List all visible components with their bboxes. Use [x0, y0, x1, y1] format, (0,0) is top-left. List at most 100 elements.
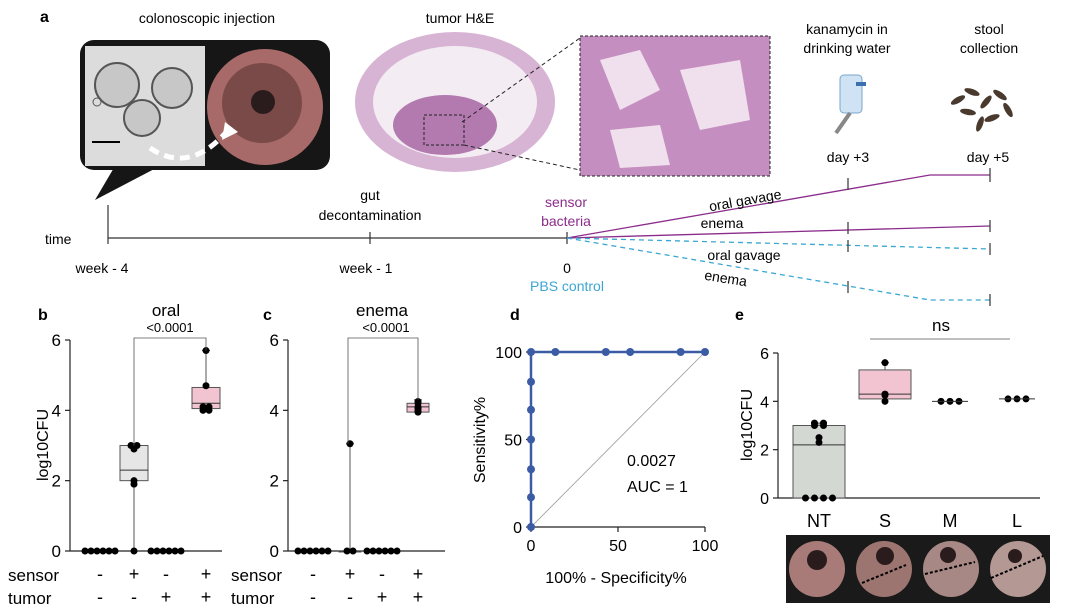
chart-c-point [414, 408, 422, 416]
panel-label-a: a [40, 9, 49, 26]
chart-c-significance-bracket [347, 337, 419, 444]
label-stool-line2: collection [960, 40, 1018, 56]
branch-enema-pbs [566, 237, 990, 301]
chart-d-pvalue: 0.0027 [627, 453, 676, 470]
chart-c-title: enema [356, 301, 409, 320]
chart-e-point [829, 494, 836, 502]
chart-e-point [881, 359, 889, 367]
panel-d: d Sensitivity% 100% - Specificity% 0.002… [472, 307, 718, 587]
chart-e-point [802, 494, 809, 502]
chart-e-ytick-label: 4 [760, 394, 769, 411]
chart-d-roc-point [527, 465, 535, 474]
chart-d-roc-point [527, 435, 535, 444]
chart-d-auc: AUC = 1 [627, 479, 688, 496]
chart-d-diagonal [530, 351, 706, 528]
stool-pellets-icon [950, 88, 1013, 132]
chart-e-ytick-label: 6 [760, 346, 769, 363]
chart-b-point [99, 547, 107, 555]
chart-c-ytick-label: 2 [270, 472, 279, 491]
chart-c-point [387, 547, 395, 555]
label-branch-oral-gavage: oral gavage [708, 186, 783, 214]
chart-c-point [300, 547, 308, 555]
chart-d-ytick-label: 0 [513, 520, 522, 537]
chart-c-point [318, 547, 326, 555]
chart-c-sensor-sign: - [379, 564, 385, 584]
label-sensor: sensor [545, 194, 587, 210]
chart-c-sensor-sign: - [310, 564, 316, 584]
chart-e-point [820, 494, 827, 502]
chart-d-ylabel: Sensitivity% [472, 397, 489, 483]
chart-b-title: oral [152, 301, 180, 320]
chart-c-point [369, 547, 377, 555]
chart-d-roc-line [529, 350, 705, 527]
chart-e-category-label: L [1012, 511, 1022, 531]
endoscopy-m [923, 541, 979, 597]
chart-c-row-label-sensor: sensor [231, 566, 282, 585]
chart-d-xtick-label: 50 [609, 538, 627, 555]
endoscopy-images [786, 535, 1050, 603]
chart-e-point [815, 438, 823, 446]
label-bacteria: bacteria [541, 213, 591, 229]
chart-c-point [324, 547, 332, 555]
chart-b-sensor-sign: - [163, 564, 169, 584]
chart-e-point [815, 434, 823, 442]
chart-b-point [111, 547, 119, 555]
chart-b-point [130, 547, 138, 555]
label-gut: gut [360, 187, 380, 203]
label-zero: 0 [563, 260, 571, 276]
chart-c-pvalue: <0.0001 [362, 320, 409, 335]
chart-d-roc-point [626, 348, 635, 356]
chart-c-point [375, 547, 383, 555]
label-pbs-control: PBS control [530, 278, 604, 294]
panel-label-b: b [38, 307, 48, 324]
chart-c-point [343, 547, 351, 555]
chart-b-significance-bracket [133, 337, 207, 446]
chart-d-roc-point [601, 348, 610, 356]
chart-b-point [93, 547, 101, 555]
panel-label-d: d [510, 307, 520, 324]
label-decontamination: decontamination [319, 207, 422, 223]
chart-b-ytick-label: 4 [52, 401, 61, 420]
endoscopy-l [990, 541, 1046, 597]
chart-b-ytick-label: 0 [52, 542, 61, 561]
label-colonoscopic-injection: colonoscopic injection [139, 10, 275, 26]
chart-d-ytick-label: 50 [504, 433, 522, 450]
chart-d-xtick-label: 100 [692, 538, 719, 555]
chart-e-category-label: M [943, 511, 958, 531]
chart-c-point [381, 547, 389, 555]
chart-e-ylabel: log10CFU [739, 389, 756, 461]
label-week-minus-4: week - 4 [75, 260, 129, 276]
branch-enema-sensor [566, 225, 991, 239]
chart-b-pvalue: <0.0001 [146, 320, 193, 335]
chart-c-point [306, 547, 314, 555]
chart-b-point [130, 445, 138, 453]
chart-c-tumor-sign: + [377, 587, 388, 607]
chart-b-point [130, 480, 138, 488]
chart-b-ylabel: log10CFU [35, 409, 52, 481]
chart-e-category-label: S [879, 511, 891, 531]
colonoscopy-image [80, 40, 330, 200]
label-day3: day +3 [827, 149, 870, 165]
chart-c-sensor-sign: + [345, 564, 356, 584]
chart-b-tumor-sign: + [201, 587, 212, 607]
chart-c-ytick-label: 4 [270, 401, 279, 420]
label-week-minus-1: week - 1 [339, 260, 393, 276]
panel-a: a colonoscopic injection tumor H&E [40, 9, 1018, 306]
chart-b-point [159, 547, 167, 555]
timeline [107, 168, 991, 306]
chart-b-point [153, 547, 161, 555]
chart-e-point [881, 391, 889, 399]
chart-b-point [177, 547, 185, 555]
panel-label-e: e [735, 307, 744, 324]
chart-b-row-label-sensor: sensor [8, 566, 59, 585]
panel-label-c: c [263, 307, 272, 324]
chart-b-sensor-sign: + [129, 564, 140, 584]
chart-d-roc-point [527, 523, 535, 531]
chart-b-point [147, 547, 155, 555]
chart-b-point [87, 547, 95, 555]
chart-e-point [881, 397, 889, 405]
